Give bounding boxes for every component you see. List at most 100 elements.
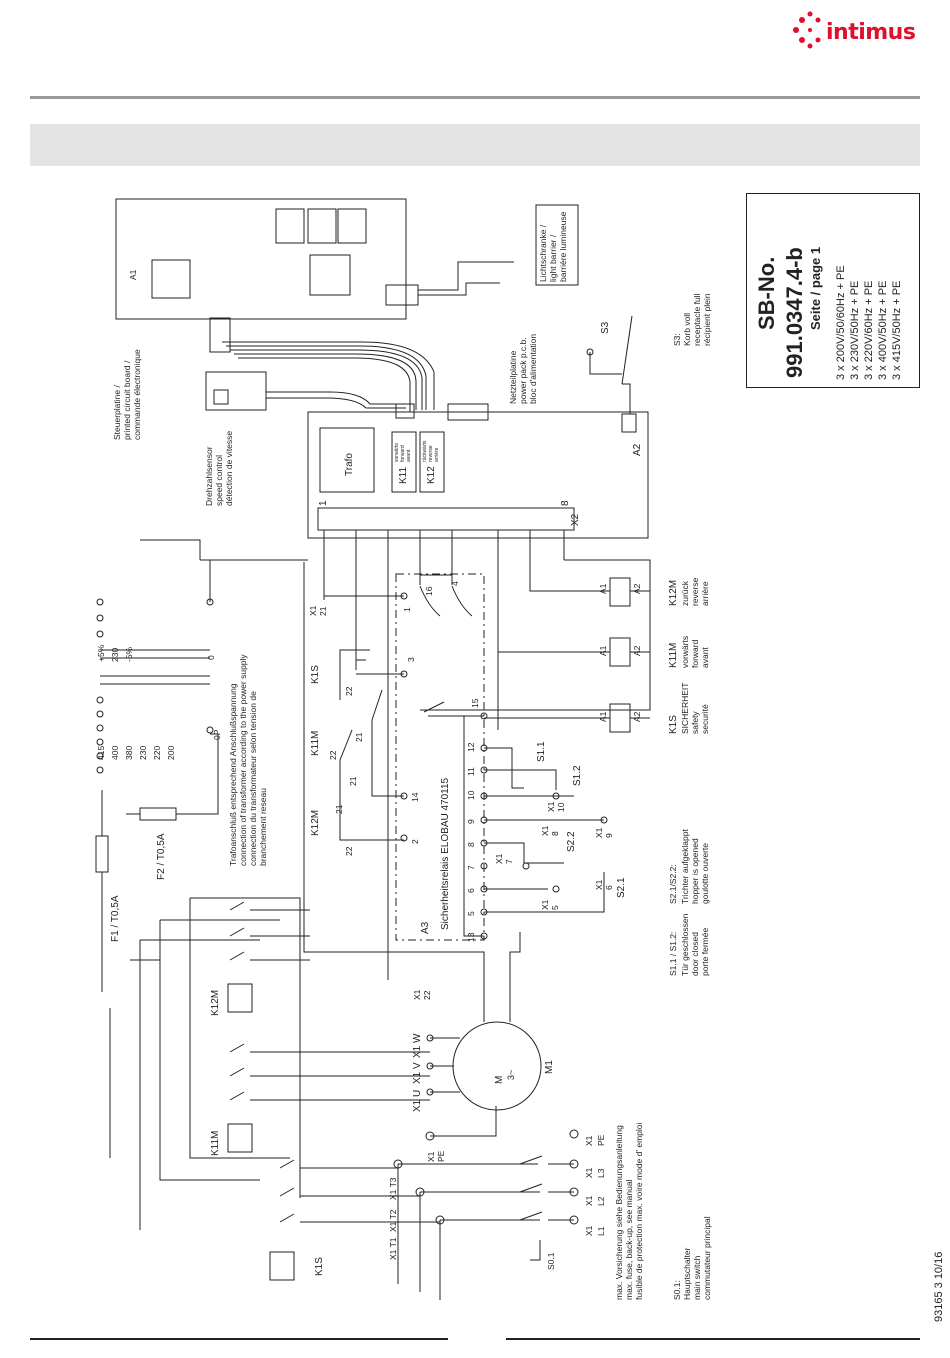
s2-legend-2: Trichter aufgeklappt bbox=[680, 829, 690, 904]
coil-k12m-a1: A1 bbox=[598, 583, 608, 594]
footer-code: 93165 3 10/16 bbox=[933, 1252, 945, 1322]
fuse-note-3: fusible de protection max. voire mode d'… bbox=[634, 1123, 644, 1300]
label-a2: A2 bbox=[632, 443, 643, 456]
s2-legend-4: goulotte ouverte bbox=[700, 843, 710, 904]
label-x2-1: 1 bbox=[318, 500, 329, 506]
logo-dots-icon bbox=[793, 11, 821, 49]
s01-legend-3: main switch bbox=[692, 1255, 702, 1300]
label-x1-5-a: X1 bbox=[540, 899, 550, 910]
label-contact-21a: 21 bbox=[334, 804, 344, 814]
label-s3: S3 bbox=[600, 321, 611, 334]
label-a3: A3 bbox=[420, 921, 431, 934]
label-contact-21c: 21 bbox=[354, 732, 364, 742]
label-a1: A1 bbox=[128, 269, 138, 280]
label-ms-pe: PE bbox=[596, 1134, 606, 1146]
label-pcb-2: printed circuit board / bbox=[122, 360, 132, 440]
trafo-note-2: connection of transformer according to t… bbox=[238, 654, 248, 866]
coil-k12m-a2: A2 bbox=[632, 583, 642, 594]
label-tap-230: 230 bbox=[110, 648, 120, 662]
label-ms-x1-l2: X1 bbox=[584, 1195, 594, 1206]
label-k12m-coil: K12M bbox=[210, 990, 221, 1016]
label-relay-12: 12 bbox=[466, 742, 476, 752]
label-speed-sensor-3: détection de vitesse bbox=[224, 431, 234, 506]
sb-page: Seite / page 1 bbox=[808, 247, 823, 330]
label-relay-4: 4 bbox=[450, 581, 460, 586]
s01-legend-4: commutateur principal bbox=[702, 1216, 712, 1300]
title-band bbox=[30, 124, 920, 166]
label-tap-400: 400 bbox=[110, 746, 120, 760]
label-x1-7-a: X1 bbox=[494, 853, 504, 864]
label-relay-8: 8 bbox=[466, 842, 476, 847]
fuse-note-1: max. Vorsicherung siehe Bedienungsanleit… bbox=[614, 1125, 624, 1300]
fuse-note-2: max. fuse, back-up, see manual bbox=[624, 1179, 634, 1300]
label-relay-11: 11 bbox=[466, 767, 476, 776]
label-contact-22b: 22 bbox=[328, 750, 338, 760]
label-relay-7: 7 bbox=[466, 865, 476, 870]
pcb-board bbox=[115, 198, 407, 320]
label-light-barrier-2: light barrier / bbox=[548, 234, 558, 282]
label-x1-6-b: 6 bbox=[604, 885, 614, 890]
label-x1-10-b: 10 bbox=[556, 802, 566, 812]
label-x1-7-b: 7 bbox=[504, 859, 514, 864]
s1-legend-4: porte fermée bbox=[700, 928, 710, 976]
label-f2: F2 / T0,5A bbox=[156, 833, 167, 880]
label-ms-l1: L1 bbox=[596, 1226, 606, 1236]
label-tap-minus5: -5% bbox=[124, 646, 134, 662]
label-tap-380: 380 bbox=[124, 746, 134, 760]
intimus-logo: intimus bbox=[790, 8, 930, 52]
label-s12: S1.2 bbox=[572, 765, 583, 786]
label-pe-x1: X1 bbox=[426, 1151, 436, 1162]
label-motor-m: M bbox=[494, 1076, 505, 1084]
label-light-barrier-1: Lichtschranke / bbox=[538, 224, 548, 282]
coil-k1s-a1: A1 bbox=[598, 711, 608, 722]
label-k11-sub-2: forward bbox=[400, 445, 406, 462]
sb-voltage-3: 3 x 220V/60Hz + PE bbox=[863, 281, 875, 380]
label-k11-sub-1: vorwärts bbox=[394, 443, 400, 462]
label-motor: M1 bbox=[544, 1060, 555, 1074]
label-power-pack-1: Netzteilplatine bbox=[508, 350, 518, 404]
label-x1-8-a: X1 bbox=[540, 825, 550, 836]
coil-k11m-4: avant bbox=[700, 647, 710, 668]
coil-k11m-2: vorwärts bbox=[680, 636, 690, 668]
coil-k12m-4: arrière bbox=[700, 581, 710, 606]
label-tap-415: 415 bbox=[96, 746, 106, 760]
label-f1: F1 / T0,5A bbox=[110, 895, 121, 942]
label-s21: S2.1 bbox=[616, 877, 627, 898]
sb-number-box bbox=[746, 193, 920, 388]
sb-voltage-4: 3 x 400V/50Hz + PE bbox=[877, 281, 889, 380]
label-x1-21-a: X1 bbox=[308, 605, 318, 616]
label-light-barrier-3: barrière lumineuse bbox=[558, 211, 568, 282]
label-tap-0p: 0P bbox=[212, 729, 222, 740]
label-s3-legend-3: receptacle full bbox=[692, 293, 702, 346]
label-safety-relay: Sicherheitsrelais ELOBAU 470115 bbox=[440, 777, 451, 930]
label-s22: S2.2 bbox=[566, 831, 577, 852]
label-power-pack-2: power pack p.c.b. bbox=[518, 337, 528, 404]
label-ms-x1-pe: X1 bbox=[584, 1135, 594, 1146]
label-k12-sub-3: arrière bbox=[434, 447, 440, 462]
label-ms-x1-l1: X1 bbox=[584, 1225, 594, 1236]
coil-k1s-3: safety bbox=[690, 711, 700, 734]
label-tap-plus5: +5% bbox=[96, 644, 106, 662]
header-rule bbox=[30, 96, 920, 99]
label-k11: K11 bbox=[398, 467, 409, 484]
label-relay-13: 13 bbox=[466, 932, 476, 942]
power-pack-board bbox=[307, 411, 649, 539]
label-s11: S1.1 bbox=[536, 741, 547, 762]
label-k12-sub-1: rückwärts bbox=[422, 440, 428, 462]
footer-rule-right bbox=[506, 1338, 920, 1340]
coil-k11m-a1: A1 bbox=[598, 645, 608, 656]
s1-legend-1: S1.1 / S1.2: bbox=[668, 932, 678, 976]
label-x1-22-a: X1 bbox=[412, 989, 422, 1000]
label-trafo: Trafo bbox=[344, 453, 355, 476]
coil-k12m-3: reverse bbox=[690, 577, 700, 606]
label-x1-21-b: 21 bbox=[318, 606, 328, 616]
label-speed-sensor-1: Drehzahlsensor bbox=[204, 446, 214, 506]
brand-name: intimus bbox=[826, 20, 916, 45]
sb-voltage-1: 3 x 200V/50/60Hz + PE bbox=[835, 265, 847, 380]
coil-k12m-2: zurück bbox=[680, 580, 690, 606]
label-s3-legend-2: Korb voll bbox=[682, 313, 692, 346]
label-k11m-coil: K11M bbox=[210, 1131, 221, 1156]
label-relay-6: 6 bbox=[466, 888, 476, 893]
